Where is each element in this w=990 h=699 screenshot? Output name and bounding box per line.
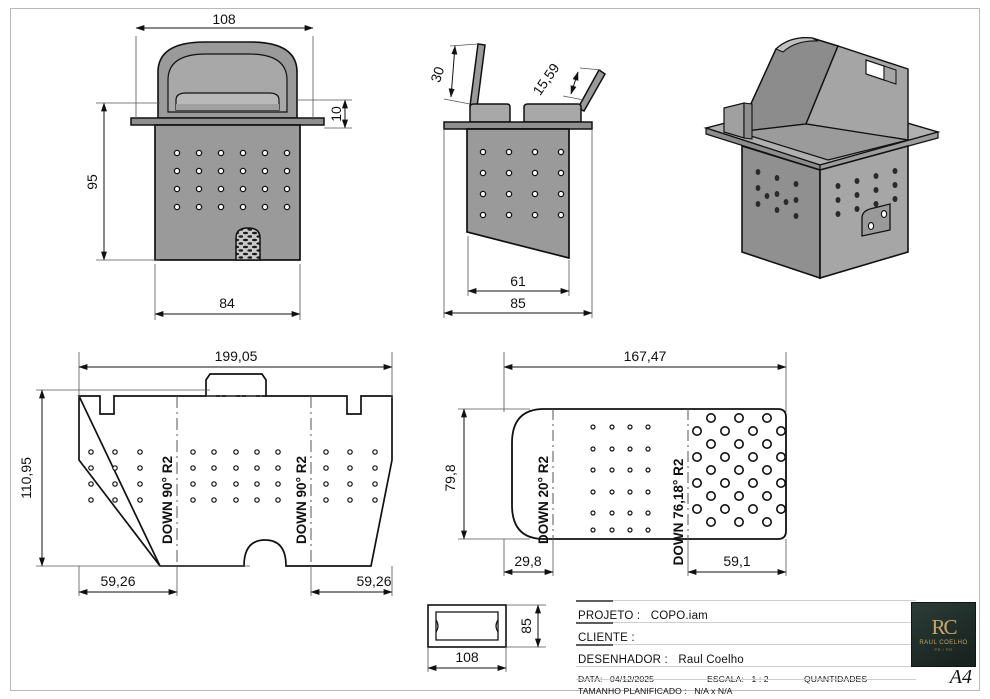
titleblock-row-desenhador: DESENHADOR : Raul Coelho: [578, 650, 744, 668]
dim-11095-left: 110,95: [18, 457, 34, 499]
titleblock-tick-cliente: [576, 622, 613, 624]
dim-798-left: 79,8: [442, 464, 458, 491]
desenhador-label: DESENHADOR :: [578, 654, 668, 666]
titleblock-tick-desenhador: [576, 644, 613, 646]
front-view-dimensions: [96, 25, 352, 320]
dim-10-right: 10: [328, 106, 344, 122]
plan-outline-detail: [427, 604, 546, 672]
dim-85-plan: 85: [518, 618, 534, 634]
titleblock-rule-5: [576, 679, 916, 681]
titleblock-rule-2: [576, 622, 916, 624]
titleblock-row-tamanho: TAMANHO PLANIFICADO : N/A x N/A: [578, 681, 733, 699]
dim-19905-top: 199,05: [215, 348, 258, 364]
title-block: PROJETO : COPO.iam CLIENTE : DESENHADOR …: [576, 600, 980, 696]
tamanho-value: N/A x N/A: [694, 686, 733, 696]
side-view-dimensions: [443, 43, 602, 318]
paper-format-label: A4: [949, 666, 972, 688]
logo-monogram: RC: [931, 615, 957, 639]
flat-right-dimensions: [458, 352, 787, 576]
logo-name: RAUL COELHO: [919, 640, 968, 646]
titleblock-row-cliente: CLIENTE :: [578, 628, 641, 646]
front-elevation-view: [130, 41, 325, 261]
dim-5926-bottom-left: 59,26: [100, 573, 135, 589]
titleblock-row-projeto: PROJETO : COPO.iam: [578, 606, 708, 624]
dim-1559-angular: 15,59: [529, 60, 562, 98]
logo-subtitle: PR / PR: [934, 647, 953, 652]
dim-30-angular: 30: [427, 64, 447, 84]
titleblock-rule-3: [576, 644, 916, 646]
bend-note-right-1: DOWN 20° R2: [536, 456, 551, 544]
dim-61-bottom: 61: [510, 273, 526, 289]
bend-note-right-2: DOWN 76,18° R2: [671, 459, 686, 566]
projeto-label: PROJETO :: [578, 610, 641, 622]
dim-108-plan: 108: [455, 649, 479, 665]
isometric-3d-view: [703, 36, 941, 280]
dim-85-bottom: 85: [510, 295, 526, 311]
titleblock-rule-4: [576, 666, 916, 668]
side-section-view: [443, 43, 606, 260]
desenhador-value: Raul Coelho: [678, 654, 744, 666]
dim-5926-bottom-right: 59,26: [356, 573, 391, 589]
flat-pattern-lid: [511, 408, 787, 540]
bend-note-left-1: DOWN 90° R2: [160, 456, 175, 544]
tamanho-label: TAMANHO PLANIFICADO :: [578, 686, 687, 696]
dim-298-bottom: 29,8: [514, 553, 541, 569]
titleblock-row-quantidades: QUANTIDADES: [804, 669, 867, 687]
dim-16747-top: 167,47: [624, 348, 667, 364]
dim-591-bottom: 59,1: [723, 553, 750, 569]
flat-left-dimensions: [36, 352, 393, 596]
company-logo: RC RAUL COELHO PR / PR: [911, 602, 976, 667]
bend-note-left-2: DOWN 90° R2: [294, 456, 309, 544]
projeto-value: COPO.iam: [650, 610, 708, 622]
cliente-label: CLIENTE :: [578, 632, 635, 644]
dim-108-top: 108: [212, 11, 236, 27]
dim-95-left: 95: [84, 174, 100, 190]
titleblock-tick-projeto: [576, 600, 613, 602]
dim-84-bottom: 84: [219, 295, 235, 311]
titleblock-rule-top: [576, 600, 916, 602]
flat-pattern-body: [77, 373, 393, 567]
